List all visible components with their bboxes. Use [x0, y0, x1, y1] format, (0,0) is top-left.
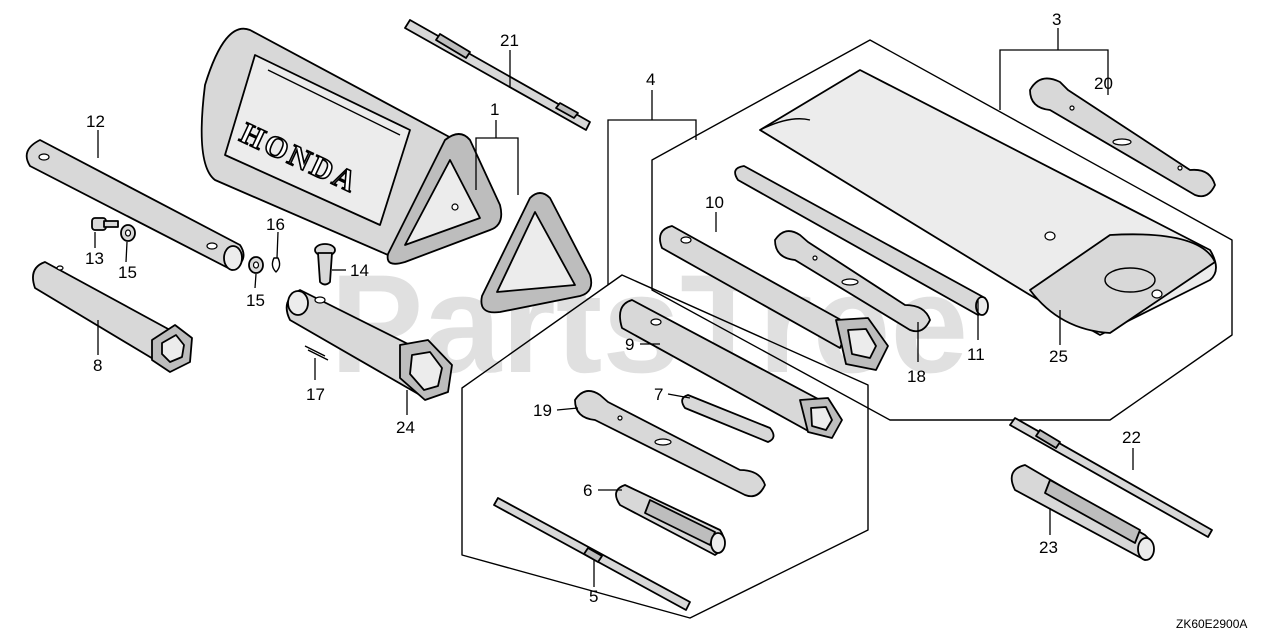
callout-21: 21	[500, 31, 519, 50]
callout-5: 5	[589, 587, 598, 606]
callout-15a: 15	[118, 263, 137, 282]
socket-wrench-10[interactable]	[659, 225, 889, 371]
diagram-code: ZK60E2900A	[1176, 617, 1247, 631]
screwdriver-bit-5[interactable]	[493, 497, 691, 611]
callout-8: 8	[93, 356, 102, 375]
washer-15a[interactable]	[120, 224, 136, 242]
tube-wrench-12[interactable]	[25, 139, 245, 271]
callout-18: 18	[907, 367, 926, 386]
callout-1: 1	[490, 100, 499, 119]
callout-17: 17	[306, 385, 325, 404]
bolt-13[interactable]	[91, 217, 119, 231]
box-wrench-9[interactable]	[619, 299, 843, 439]
callout-9: 9	[625, 335, 634, 354]
tool-pouch-25[interactable]	[759, 69, 1217, 336]
open-wrench-18[interactable]	[774, 230, 931, 333]
tool-case-end-cap[interactable]	[480, 192, 593, 314]
pin-14[interactable]	[314, 243, 336, 286]
tool-case[interactable]: HONDA	[200, 27, 503, 265]
screwdriver-handle-23[interactable]	[1010, 464, 1155, 561]
callout-13: 13	[85, 249, 104, 268]
screwdriver-bit-21[interactable]	[404, 19, 591, 131]
flat-blade-7[interactable]	[681, 394, 775, 443]
callout-3: 3	[1052, 10, 1061, 29]
cotter-pin-17[interactable]	[304, 345, 329, 361]
callout-16: 16	[266, 215, 285, 234]
screwdriver-bit-22[interactable]	[1009, 417, 1213, 538]
socket-wrench-24[interactable]	[285, 289, 453, 401]
callout-7: 7	[654, 385, 663, 404]
washer-15b[interactable]	[248, 256, 264, 274]
callout-19: 19	[533, 401, 552, 420]
callout-22: 22	[1122, 428, 1141, 447]
open-wrench-20[interactable]	[1029, 77, 1216, 198]
screwdriver-handle-6[interactable]	[615, 484, 726, 556]
leader-lines	[94, 28, 1134, 587]
callout-14: 14	[350, 261, 369, 280]
callout-24: 24	[396, 418, 415, 437]
callout-11: 11	[967, 345, 985, 364]
callout-4: 4	[646, 70, 655, 89]
callout-25: 25	[1049, 347, 1068, 366]
callout-12: 12	[86, 112, 105, 131]
clip-16[interactable]	[271, 257, 281, 273]
callout-6: 6	[583, 481, 592, 500]
callout-20: 20	[1094, 74, 1113, 93]
callout-10: 10	[705, 193, 724, 212]
open-wrench-19[interactable]	[574, 390, 766, 498]
set-4-outline	[461, 274, 869, 619]
set-3-outline	[651, 39, 1233, 421]
callout-15b: 15	[246, 291, 265, 310]
box-wrench-8[interactable]	[32, 261, 193, 373]
callouts: 1 3 4 5 6 7 8 9 10 11 12 13 14 15 15 16 …	[85, 10, 1141, 606]
callout-23: 23	[1039, 538, 1058, 557]
